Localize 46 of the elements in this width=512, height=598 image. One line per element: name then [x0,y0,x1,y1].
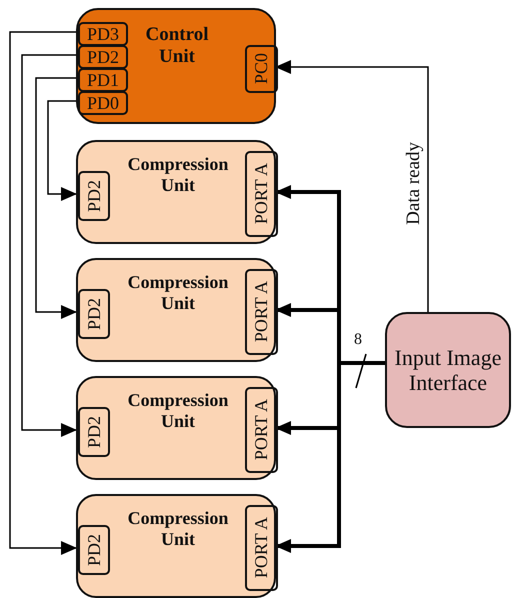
port-box [78,91,128,115]
arrow [9,31,77,555]
edge-label: Data ready [404,142,423,225]
port-label: PD2 [84,416,104,448]
port-box [78,22,128,46]
compression-unit-box [76,140,276,244]
port-label: PORT A [251,281,272,343]
port-box [245,505,278,591]
port-label: PD2 [84,298,104,330]
port-box [78,525,110,575]
port-box [78,171,110,221]
port-label: PORT A [251,399,272,461]
port-box [78,68,128,92]
unit-title: Control Unit [144,24,210,68]
unit-title: Compression Unit [126,390,230,432]
compression-unit-box [76,258,276,362]
unit-title: Input Image Interface [394,344,502,396]
port-box [78,289,110,339]
compression-unit-box [76,494,276,598]
bus-width-label: 8 [354,332,362,348]
unit-title: Compression Unit [126,272,230,314]
port-label: PD1 [86,70,119,90]
port-label: PORT A [251,517,272,579]
unit-title: Compression Unit [126,154,230,196]
interface-box [385,312,511,428]
unit-title: Compression Unit [126,508,230,550]
arrow [275,361,385,553]
port-label: PD2 [84,180,104,212]
compression-unit-box [76,376,276,480]
port-label: PORT A [251,163,272,225]
port-box [78,407,110,457]
port-box [245,269,278,355]
arrow [35,77,77,319]
control-unit-box [76,8,276,124]
port-label: PD3 [86,24,119,44]
arrow [275,60,429,312]
arrow [21,54,77,437]
port-box [245,387,278,473]
port-label: PC0 [251,53,272,85]
port-label: PD2 [84,534,104,566]
port-label: PD0 [86,92,119,114]
arrow [47,100,77,201]
port-box [245,151,278,237]
port-box [245,45,278,93]
port-box [78,45,128,69]
port-label: PD2 [86,46,119,68]
